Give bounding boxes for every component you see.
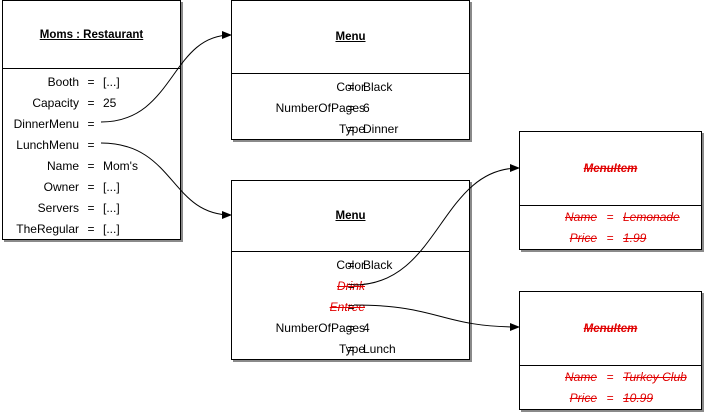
property-name: Type [338, 342, 365, 356]
property-equals: = [87, 75, 95, 89]
property-value: Lunch [363, 342, 396, 356]
property-value: Black [363, 258, 393, 272]
property-row: Name = Mom's [3, 159, 180, 173]
property-equals: = [606, 210, 614, 224]
lunch-menu-object-header: Menu [232, 181, 469, 252]
property-name: Price [569, 391, 597, 405]
property-value: [...] [103, 180, 120, 194]
property-value: [...] [103, 201, 120, 215]
removed-property-row: Name = Turkey Club [520, 370, 701, 384]
property-row: Type = Lunch [232, 342, 469, 356]
property-row: NumberOfPages = 4 [232, 321, 469, 335]
property-equals: = [347, 101, 355, 115]
property-equals: = [347, 342, 355, 356]
property-row: Capacity = 25 [3, 96, 180, 110]
property-value: 4 [363, 321, 370, 335]
property-equals: = [347, 321, 355, 335]
property-value: [...] [103, 222, 120, 236]
property-row: NumberOfPages = 6 [232, 101, 469, 115]
property-value: 10.99 [623, 391, 654, 405]
property-equals: = [87, 180, 95, 194]
property-name: Price [569, 231, 597, 245]
property-equals: = [87, 222, 95, 236]
property-value: Dinner [363, 122, 399, 136]
property-name: Name [564, 370, 597, 384]
property-equals: = [87, 138, 95, 152]
property-row: Color = Black [232, 80, 469, 94]
removed-property-row: Drink = [232, 279, 469, 293]
removed-property-row: Name = Lemonade [520, 210, 701, 224]
removed-property-row: Price = 10.99 [520, 391, 701, 405]
property-row: DinnerMenu = [3, 117, 180, 131]
drink-menuitem-object-header: MenuItem [520, 132, 701, 206]
property-name: LunchMenu [16, 138, 79, 152]
property-value: Turkey Club [623, 370, 687, 384]
property-value: 25 [103, 96, 117, 110]
property-equals: = [347, 122, 355, 136]
property-row: Servers = [...] [3, 201, 180, 215]
property-name: Booth [47, 75, 79, 89]
property-equals: = [87, 201, 95, 215]
property-name: Name [46, 159, 79, 173]
property-name: Servers [37, 201, 79, 215]
removed-property-row: Entree = [232, 300, 469, 314]
property-equals: = [87, 96, 95, 110]
entree-menuitem-object-box: MenuItem Name = Turkey Club Price = 10.9… [519, 291, 702, 410]
property-name: NumberOfPages [275, 321, 365, 335]
lunch-menu-object-title: Menu [335, 210, 366, 222]
property-equals: = [606, 231, 614, 245]
property-name: NumberOfPages [275, 101, 365, 115]
property-equals: = [606, 370, 614, 384]
drink-menuitem-object-box: MenuItem Name = Lemonade Price = 1.99 [519, 131, 702, 250]
property-row: LunchMenu = [3, 138, 180, 152]
entree-menuitem-object-header: MenuItem [520, 292, 701, 366]
property-value: Lemonade [623, 210, 680, 224]
property-equals: = [347, 258, 355, 272]
entree-menuitem-object-title: MenuItem [583, 322, 638, 335]
property-value: [...] [103, 75, 120, 89]
property-row: Color = Black [232, 258, 469, 272]
property-value: 1.99 [623, 231, 647, 245]
lunch-menu-object-box: Menu Color = Black Drink = Entree = Numb… [231, 180, 470, 360]
property-name: Name [564, 210, 597, 224]
restaurant-object-header: Moms : Restaurant [3, 1, 180, 69]
property-row: Owner = [...] [3, 180, 180, 194]
dinner-menu-object-header: Menu [232, 1, 469, 74]
property-equals: = [347, 279, 355, 293]
property-value: 6 [363, 101, 370, 115]
property-name: Type [338, 122, 365, 136]
drink-menuitem-object-title: MenuItem [583, 162, 638, 175]
property-value: Black [363, 80, 393, 94]
dinner-menu-object-box: Menu Color = Black NumberOfPages = 6 Typ… [231, 0, 470, 140]
property-equals: = [606, 391, 614, 405]
property-name: Owner [43, 180, 79, 194]
restaurant-object-box: Moms : Restaurant Booth = [...] Capacity… [2, 0, 181, 240]
dinner-menu-object-title: Menu [335, 31, 366, 43]
property-row: Booth = [...] [3, 75, 180, 89]
property-row: Type = Dinner [232, 122, 469, 136]
property-name: Color [336, 80, 365, 94]
property-equals: = [87, 159, 95, 173]
property-name: DinnerMenu [13, 117, 79, 131]
removed-property-row: Price = 1.99 [520, 231, 701, 245]
property-equals: = [347, 300, 355, 314]
property-equals: = [347, 80, 355, 94]
property-name: TheRegular [16, 222, 79, 236]
property-equals: = [87, 117, 95, 131]
property-row: TheRegular = [...] [3, 222, 180, 236]
restaurant-object-title: Moms : Restaurant [39, 28, 144, 41]
property-name: Capacity [32, 96, 79, 110]
property-value: Mom's [103, 159, 138, 173]
